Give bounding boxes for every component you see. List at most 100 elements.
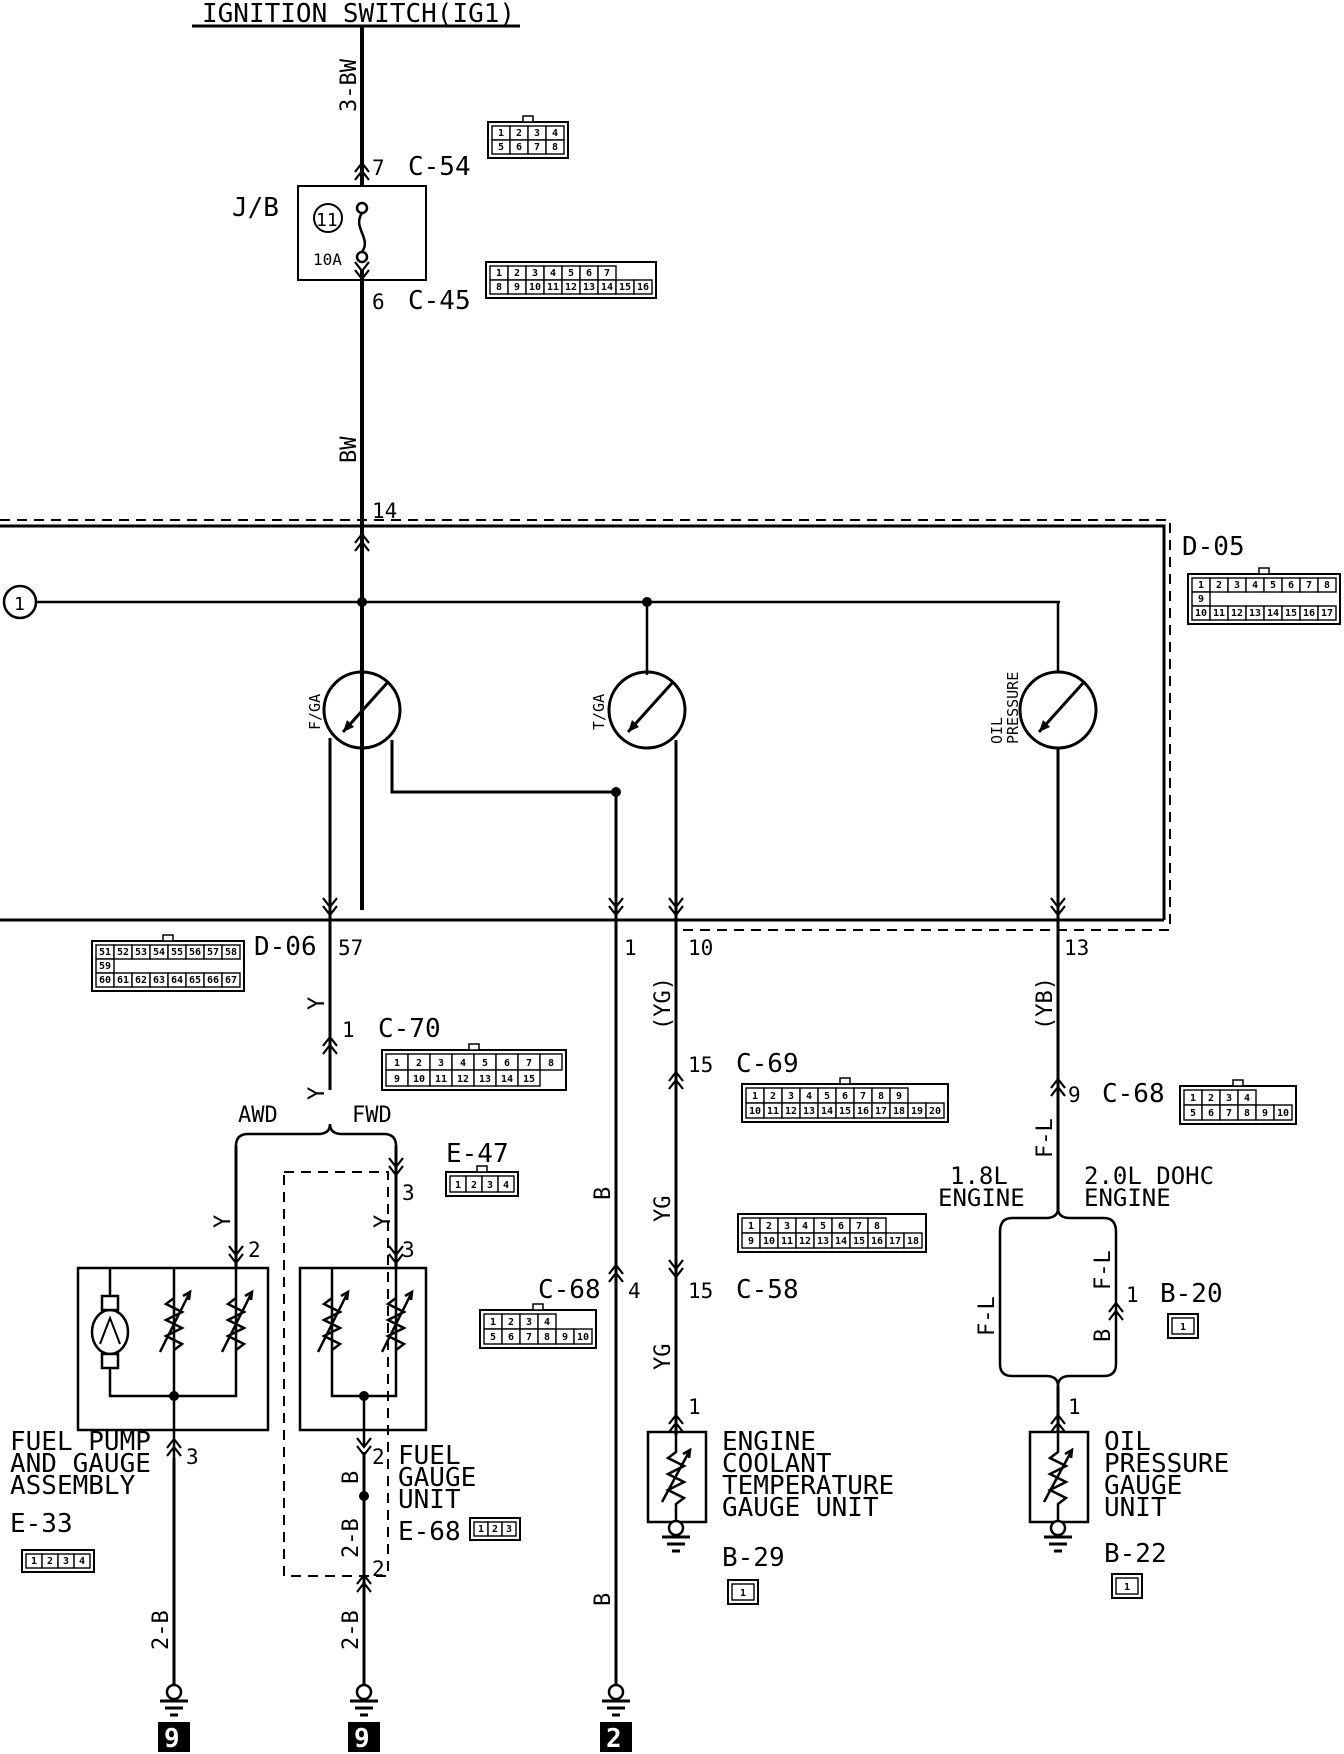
splice-dot bbox=[357, 597, 367, 607]
connector-pin-number: 10 bbox=[1195, 608, 1207, 619]
connector-b29-label: B-29 bbox=[722, 1543, 785, 1573]
connector-pin-number: 59 bbox=[99, 961, 111, 972]
connector-pin-number: 3 bbox=[438, 1058, 444, 1069]
connector-pin-number: 3 bbox=[1226, 1093, 1232, 1104]
connector-pin-number: 8 bbox=[552, 142, 558, 153]
pin-d06-1: 1 bbox=[624, 936, 637, 960]
connector-b20-face: 1 bbox=[1167, 1313, 1199, 1339]
connector-pin-number: 52 bbox=[117, 947, 129, 958]
temp-gauge-meter: T/GA bbox=[590, 670, 687, 750]
connector-pin-number: 1 bbox=[394, 1058, 400, 1069]
connector-pin-number: 4 bbox=[802, 1221, 808, 1232]
connector-pin-number: 4 bbox=[503, 1180, 509, 1191]
coolant-line-2: COOLANT bbox=[722, 1449, 832, 1479]
connector-pin-number: 2 bbox=[516, 128, 522, 139]
connector-pin-number: 13 bbox=[583, 282, 595, 293]
connector-pin-number: 12 bbox=[799, 1236, 811, 1247]
wire-code-bw: BW bbox=[337, 436, 362, 463]
connector-pin-number: 2 bbox=[1208, 1093, 1214, 1104]
connector-pin-number: 4 bbox=[806, 1091, 812, 1102]
connector-pin-number: 10 bbox=[413, 1074, 425, 1085]
gauge-fuel-label: F/GA bbox=[306, 694, 324, 730]
connector-pin-number: 5 bbox=[1270, 580, 1276, 591]
connector-pin-number: 1 bbox=[496, 268, 502, 279]
fuse-icon bbox=[355, 201, 369, 264]
pin-d06-57: 57 bbox=[338, 936, 363, 960]
pin-c70: 1 bbox=[342, 1018, 355, 1042]
pin-e33-ground: 3 bbox=[186, 1445, 199, 1469]
connector-pin-number: 2 bbox=[508, 1317, 514, 1328]
connector-pin-number: 16 bbox=[637, 282, 649, 293]
meter-outline bbox=[0, 519, 1171, 931]
connector-pin-number: 8 bbox=[878, 1091, 884, 1102]
connector-pin-number: 17 bbox=[1321, 608, 1333, 619]
gauge-oil-label-2: PRESSURE bbox=[1004, 672, 1022, 744]
connector-pin-number: 8 bbox=[1244, 1108, 1250, 1119]
ground-icon bbox=[660, 1519, 692, 1553]
connector-pin-number: 51 bbox=[99, 947, 111, 958]
wire-code-b-e68: B bbox=[339, 1471, 364, 1484]
wire-code-b-temp-2: B bbox=[591, 1593, 616, 1606]
connector-pin-number: 3 bbox=[526, 1317, 532, 1328]
pin-d06-10: 10 bbox=[688, 936, 713, 960]
connector-pin-number: 12 bbox=[565, 282, 577, 293]
wire-code-yg: YG bbox=[651, 1196, 676, 1223]
connector-pin-number: 53 bbox=[135, 947, 147, 958]
wire-code-y-2: Y bbox=[305, 1087, 330, 1100]
connector-pin-number: 4 bbox=[550, 268, 556, 279]
fuse-rating: 10A bbox=[313, 250, 342, 269]
connector-pin-number: 9 bbox=[514, 282, 520, 293]
engine-20-label: 2.0L DOHC ENGINE bbox=[1084, 1162, 1214, 1212]
connector-pin-number: 1 bbox=[1190, 1093, 1196, 1104]
oil-unit-name: OIL PRESSURE GAUGE UNIT bbox=[1104, 1427, 1229, 1523]
connector-pin-number: 12 bbox=[457, 1074, 469, 1085]
connector-e68-label: E-68 bbox=[398, 1517, 461, 1547]
splice-dot bbox=[611, 787, 621, 797]
engine-20-line-2: ENGINE bbox=[1084, 1184, 1171, 1212]
connector-pin-number: 6 bbox=[1208, 1108, 1214, 1119]
engine-18-line-1: 1.8L bbox=[950, 1162, 1008, 1190]
connector-pin-number: 10 bbox=[763, 1236, 775, 1247]
connector-pin-number: 63 bbox=[153, 975, 165, 986]
connector-pin-number: 7 bbox=[526, 1058, 532, 1069]
connector-pin-number: 20 bbox=[929, 1106, 941, 1117]
connector-pin-number: 7 bbox=[534, 142, 540, 153]
connector-pin-number: 15 bbox=[523, 1074, 535, 1085]
wire-code-fl: F-L bbox=[1033, 1118, 1058, 1158]
connector-pin-number: 14 bbox=[821, 1106, 833, 1117]
connector-pin-number: 10 bbox=[577, 1332, 589, 1343]
connector-pin-number: 1 bbox=[752, 1091, 758, 1102]
fuel-pump-name: FUEL PUMP AND GAUGE ASSEMBLY bbox=[10, 1427, 151, 1501]
awd-fwd-brace bbox=[234, 1123, 398, 1147]
fuel-pump-line-3: ASSEMBLY bbox=[10, 1471, 136, 1501]
oil-unit-line-3: GAUGE bbox=[1104, 1471, 1182, 1501]
connector-c68-left-label: C-68 bbox=[538, 1275, 601, 1305]
coolant-line-3: TEMPERATURE bbox=[722, 1471, 894, 1501]
fuel-pump-line-2: AND GAUGE bbox=[10, 1449, 151, 1479]
wire-code-2b-e68-mid: 2-B bbox=[339, 1518, 364, 1558]
ground-point-number: 2 bbox=[606, 1724, 622, 1754]
connector-pin-number: 7 bbox=[856, 1221, 862, 1232]
connector-pin-number: 15 bbox=[839, 1106, 851, 1117]
connector-pin-number: 6 bbox=[586, 268, 592, 279]
fuel-gauge-line-2: GAUGE bbox=[398, 1463, 476, 1493]
engine-option-brace bbox=[998, 1207, 1118, 1387]
engine-18-label: 1.8L ENGINE bbox=[938, 1162, 1025, 1212]
connector-pin-number: 5 bbox=[820, 1221, 826, 1232]
connector-pin-number: 1 bbox=[1198, 580, 1204, 591]
ground-icon bbox=[600, 1683, 632, 1717]
pin-d06-13: 13 bbox=[1064, 936, 1089, 960]
connector-pin-number: 5 bbox=[490, 1332, 496, 1343]
pin-e68-top: 3 bbox=[402, 1238, 415, 1262]
connector-pin-number: 56 bbox=[189, 947, 201, 958]
connector-pin-number: 16 bbox=[1303, 608, 1315, 619]
pin-b29: 1 bbox=[688, 1395, 701, 1419]
connector-pin-number: 13 bbox=[817, 1236, 829, 1247]
connector-pin-number: 15 bbox=[619, 282, 631, 293]
connector-pin-number: 66 bbox=[207, 975, 219, 986]
connector-pin-number: 3 bbox=[532, 268, 538, 279]
connector-pin-number: 15 bbox=[853, 1236, 865, 1247]
connector-pin-number: 11 bbox=[1213, 608, 1225, 619]
